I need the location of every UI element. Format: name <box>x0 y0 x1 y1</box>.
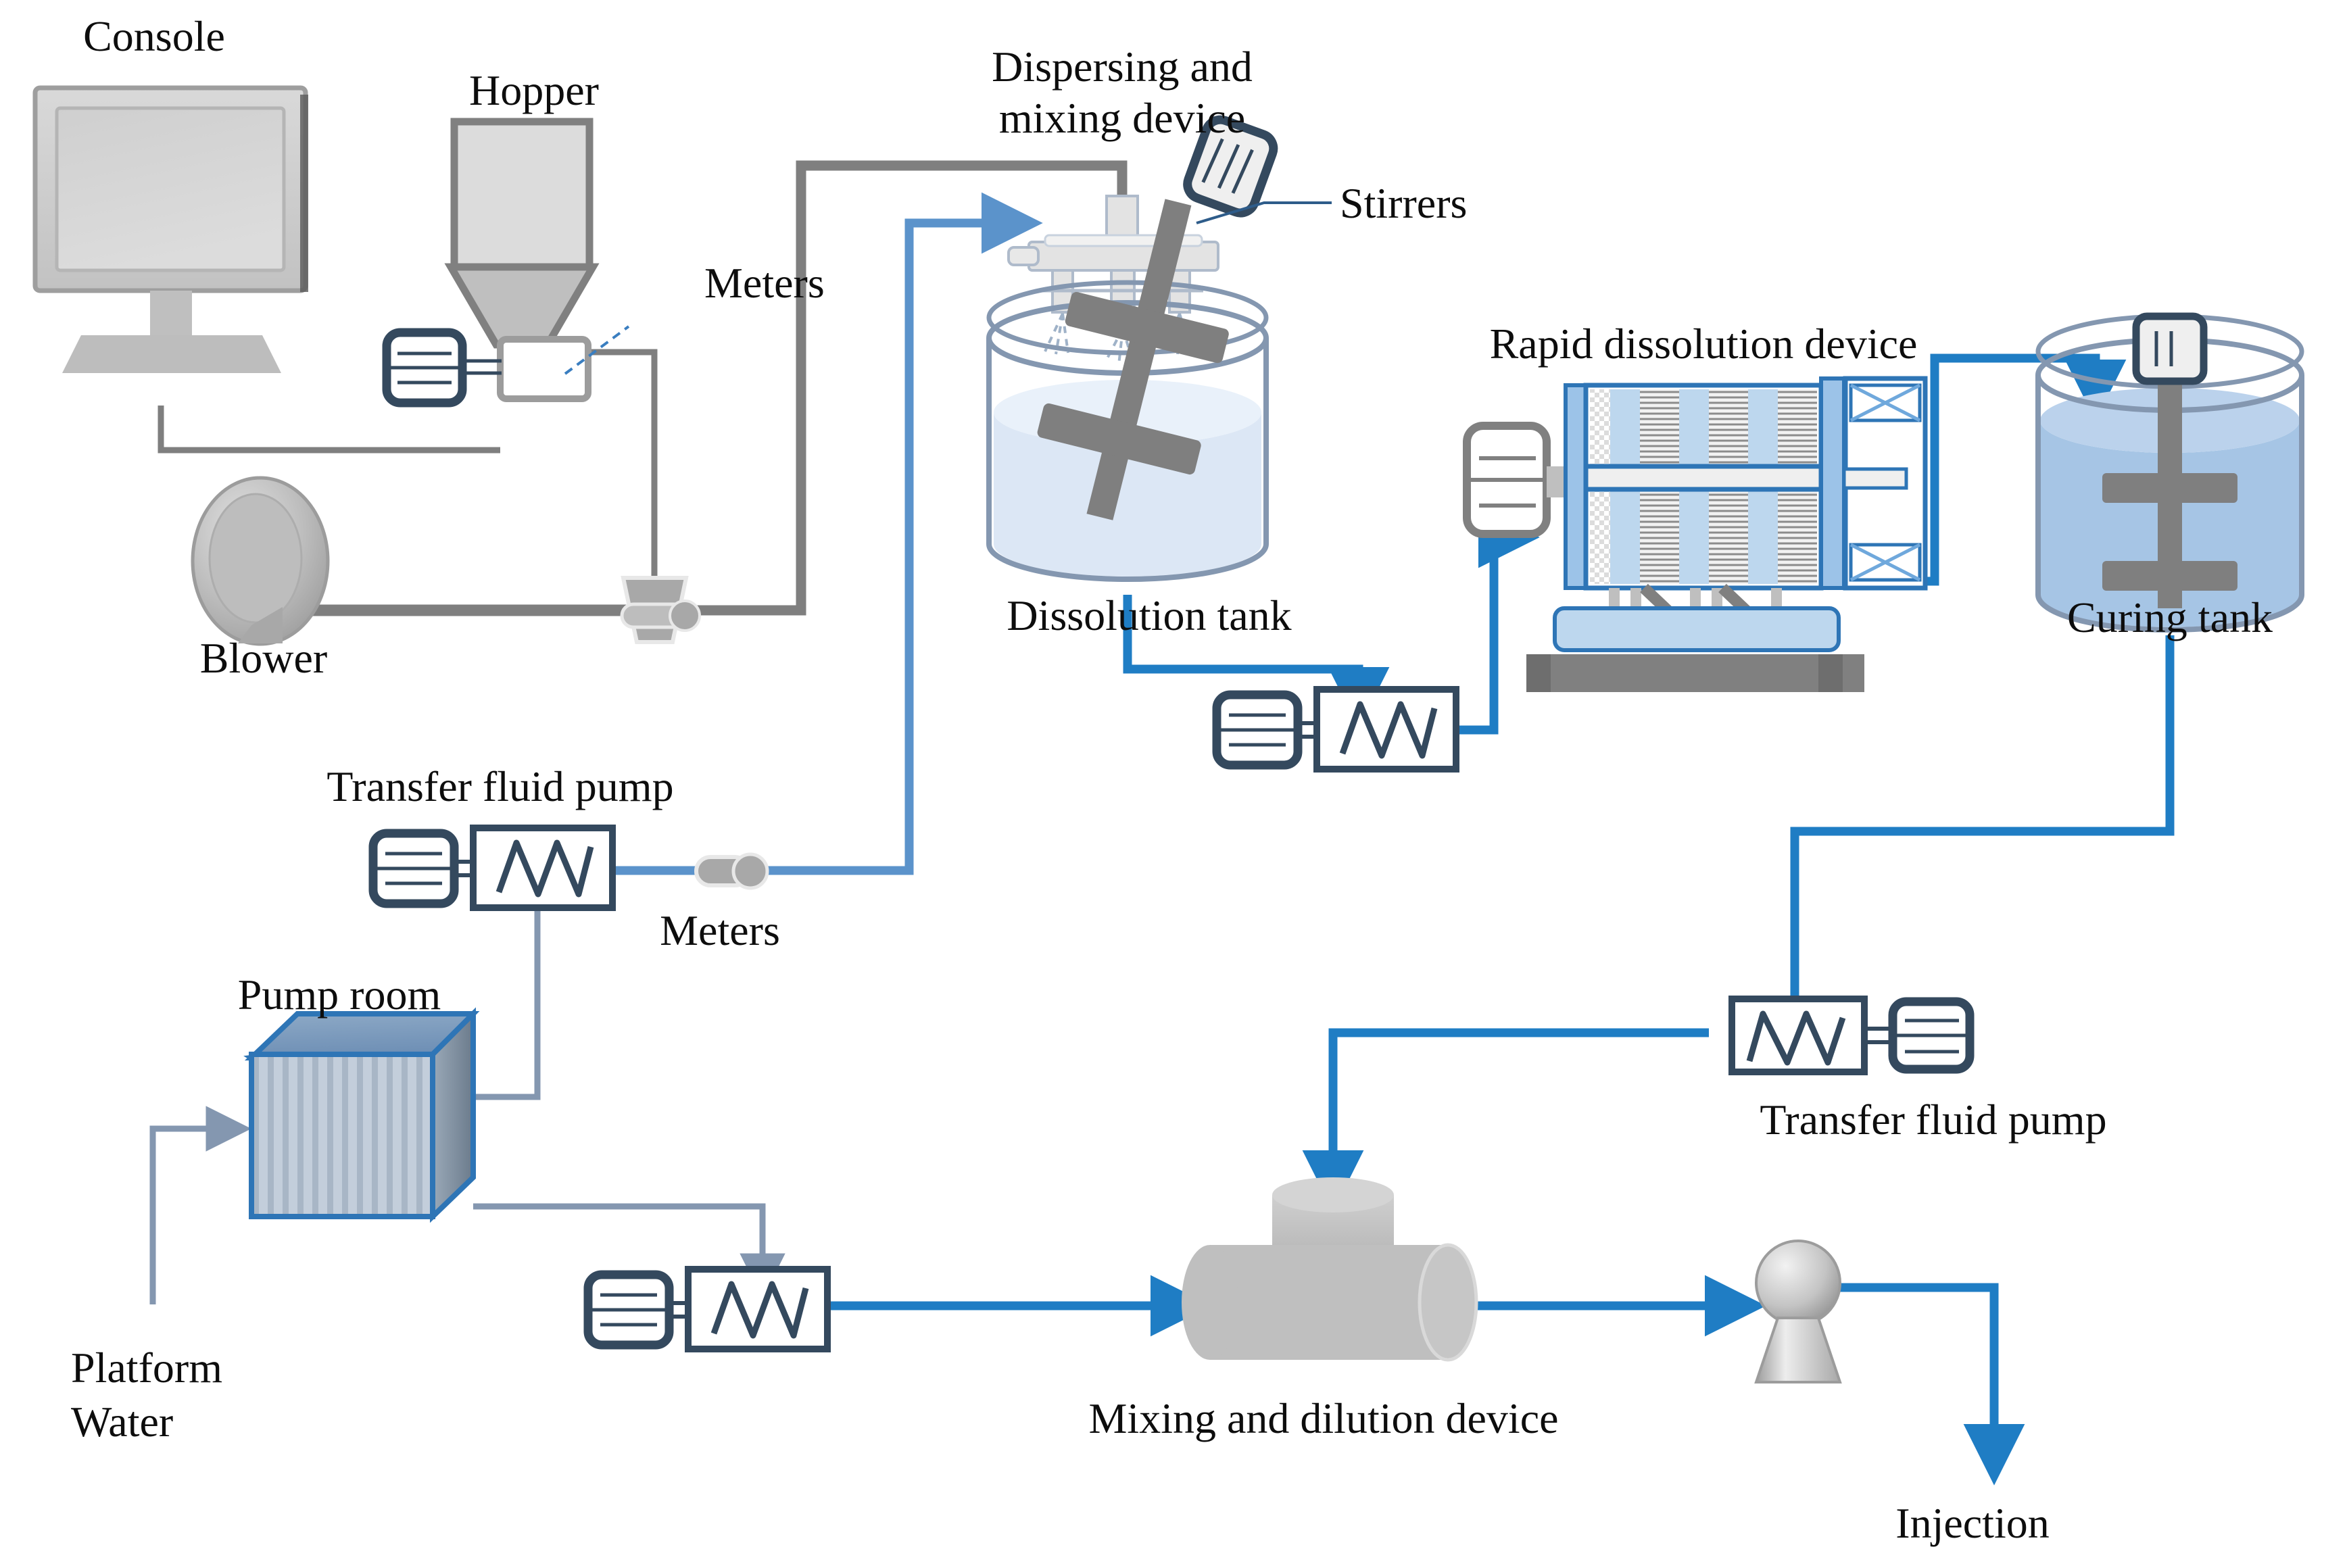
pump-room[interactable] <box>243 1007 480 1223</box>
mixing-dilution-device[interactable] <box>1182 1177 1478 1362</box>
label-platform-water-line1: Platform <box>71 1344 222 1392</box>
curing-tank-stirrer[interactable] <box>2102 312 2237 608</box>
pipe-injection-outlet <box>1825 1283 2025 1486</box>
label-mixing-dilution: Mixing and dilution device <box>1089 1394 1559 1442</box>
pipe-platform-water-to-pump-room <box>149 1106 251 1304</box>
console-monitor[interactable] <box>32 85 308 373</box>
curing-tank[interactable] <box>2035 312 2304 633</box>
meters-leader-line-top <box>564 325 630 375</box>
label-transfer-pump-right: Transfer fluid pump <box>1760 1096 2106 1144</box>
label-platform-water-line2: Water <box>71 1398 173 1446</box>
motor-rapid-device[interactable] <box>1463 422 1571 538</box>
label-dispersing-line2: mixing device <box>999 94 1245 142</box>
stirrers[interactable] <box>1021 115 1332 537</box>
pipe-meter-to-venturi <box>585 349 658 608</box>
pipe-console-to-meter <box>158 406 500 454</box>
label-console: Console <box>83 12 225 60</box>
label-curing-tank: Curing tank <box>2067 593 2273 641</box>
label-stirrers: Stirrers <box>1340 179 1467 227</box>
pipe-pump-room-to-bottom-pump <box>473 1203 785 1299</box>
label-dispersing-line1: Dispersing and <box>992 43 1253 91</box>
meter-inline[interactable] <box>694 852 769 890</box>
meter-box-hopper[interactable] <box>382 328 591 408</box>
label-meters-mid: Meters <box>660 906 780 954</box>
label-meters-top: Meters <box>704 259 825 307</box>
label-dissolution-tank: Dissolution tank <box>1007 591 1291 639</box>
pipe-curing-to-transfer-pump <box>1790 635 2175 999</box>
label-injection: Injection <box>1895 1499 2049 1547</box>
pipe-pump-room-to-transfer-pump <box>472 904 541 1100</box>
pipe-pump-to-rapid-device <box>1457 506 1540 735</box>
pump-dissolution-outlet[interactable] <box>1212 686 1459 773</box>
blower[interactable] <box>191 476 330 646</box>
pipe-venturi-to-dispersing <box>683 160 1128 616</box>
label-hopper: Hopper <box>469 66 599 114</box>
label-transfer-pump-left: Transfer fluid pump <box>326 762 673 810</box>
pump-platform-water[interactable] <box>583 1266 831 1352</box>
motor-transfer-pump-left[interactable] <box>368 829 475 908</box>
venturi-funnel <box>620 576 701 644</box>
motor-pump-dissolution[interactable] <box>1212 690 1318 770</box>
rapid-dissolution-device[interactable] <box>1463 376 1928 692</box>
label-blower: Blower <box>200 634 327 682</box>
injection-pump[interactable] <box>1754 1240 1842 1383</box>
motor-transfer-pump-right[interactable] <box>1864 997 1975 1074</box>
motor-pump-platform-water[interactable] <box>583 1270 689 1350</box>
pipe-pump-to-dispersing <box>610 192 1043 875</box>
hopper[interactable] <box>444 118 600 349</box>
motor-hopper[interactable] <box>382 328 502 408</box>
label-rapid-dissolution: Rapid dissolution device <box>1490 320 1918 368</box>
transfer-fluid-pump-right[interactable] <box>1728 996 1975 1075</box>
transfer-fluid-pump-left[interactable] <box>368 825 616 911</box>
pipe-transfer-pump-to-mixer <box>1302 1028 1709 1212</box>
label-pump-room: Pump room <box>238 971 441 1019</box>
